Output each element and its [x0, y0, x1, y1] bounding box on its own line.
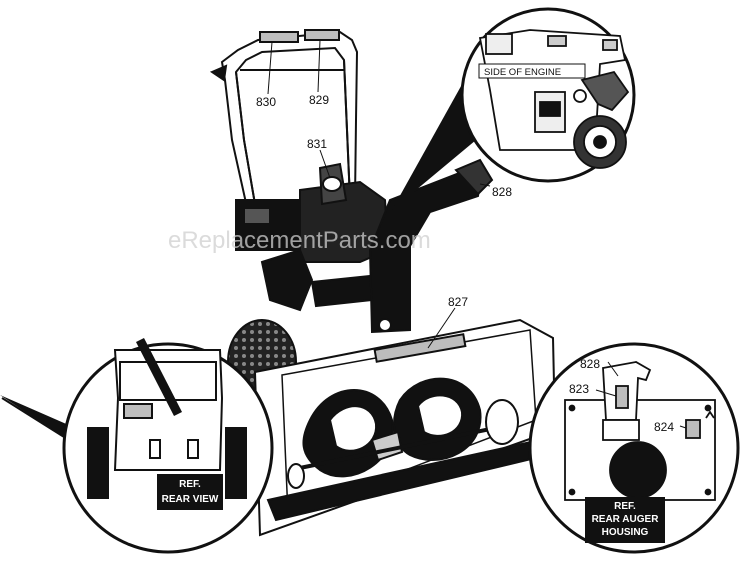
engine-side-label-box	[478, 63, 586, 79]
part-callout-828-inset: 828	[580, 357, 600, 371]
part-callout-824: 824	[654, 420, 674, 434]
part-callout-831: 831	[307, 137, 327, 151]
part-callout-830: 830	[256, 95, 276, 109]
rear-view-label-line1: REF.	[179, 479, 201, 490]
leader-lines	[267, 39, 687, 429]
handle-decal-829	[304, 29, 340, 41]
rear-view-label-box	[157, 474, 223, 510]
engine-side-label: SIDE OF ENGINE	[484, 67, 561, 78]
part-callout-827: 827	[448, 295, 468, 309]
rear-auger-label-line1: REF.	[614, 501, 636, 512]
engine-side-inset: SIDE OF ENGINE	[392, 7, 636, 210]
part-callout-828: 828	[492, 185, 512, 199]
rear-auger-label-line2: REAR AUGER	[592, 514, 660, 525]
rear-auger-label-line3: HOUSING	[602, 527, 649, 538]
rear-view-inset: REF. REAR VIEW	[0, 337, 274, 554]
housing-decal-827	[373, 333, 467, 363]
handle-decal-830	[259, 31, 299, 43]
rear-auger-housing-inset: REF. REAR AUGER HOUSING	[528, 342, 740, 554]
part-callout-829: 829	[309, 93, 329, 107]
watermark: eReplacementParts.com	[168, 227, 431, 254]
part-callout-823: 823	[569, 382, 589, 396]
rear-auger-label-box	[585, 497, 665, 543]
rear-view-label-line2: REAR VIEW	[162, 494, 219, 505]
